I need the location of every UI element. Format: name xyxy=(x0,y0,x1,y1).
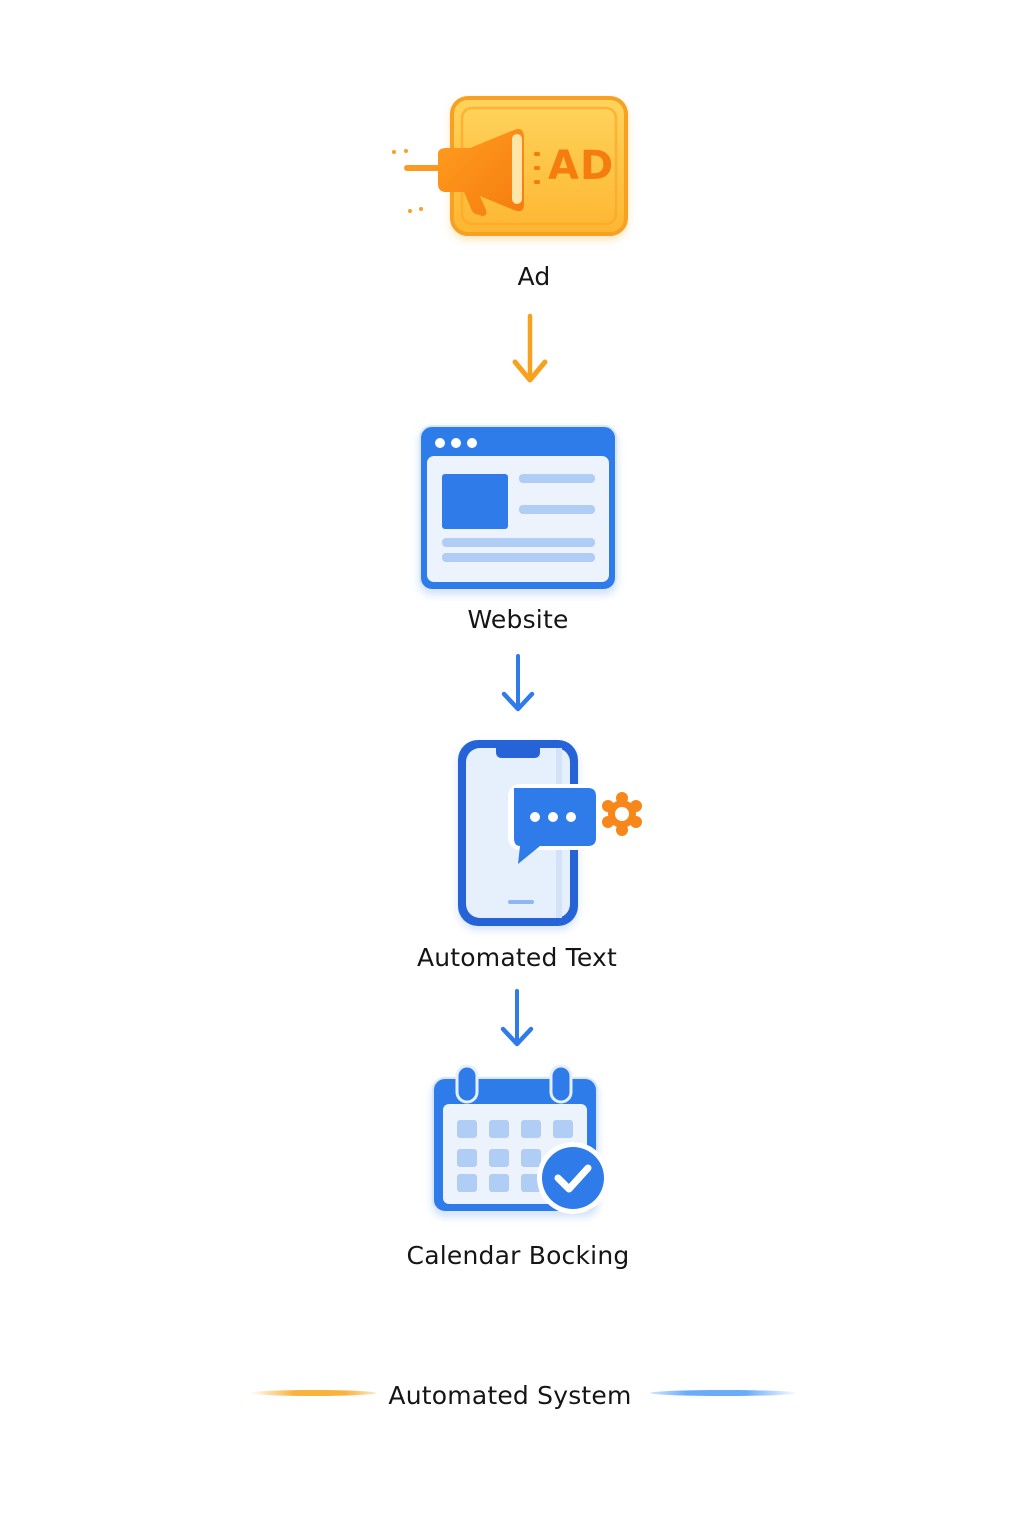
step-label-website: Website xyxy=(467,605,569,634)
footer-left-accent-line xyxy=(250,1390,376,1396)
step-label-ad: Ad xyxy=(517,262,551,291)
phone-chat-icon xyxy=(456,738,652,930)
footer-label: Automated System xyxy=(388,1381,632,1410)
arrow-down-icon xyxy=(497,987,537,1049)
footer-right-accent-line xyxy=(650,1390,798,1396)
arrow-down-icon xyxy=(510,312,550,386)
browser-window-icon xyxy=(418,424,618,592)
ad-badge-text: AD xyxy=(548,143,615,189)
arrow-down-icon xyxy=(498,652,538,714)
gear-icon xyxy=(600,790,648,838)
step-label-automated-text: Automated Text xyxy=(416,943,618,972)
step-label-calendar-booking: Calendar Bocking xyxy=(406,1241,630,1270)
ad-megaphone-icon xyxy=(388,92,633,242)
calendar-check-icon xyxy=(430,1064,612,1220)
